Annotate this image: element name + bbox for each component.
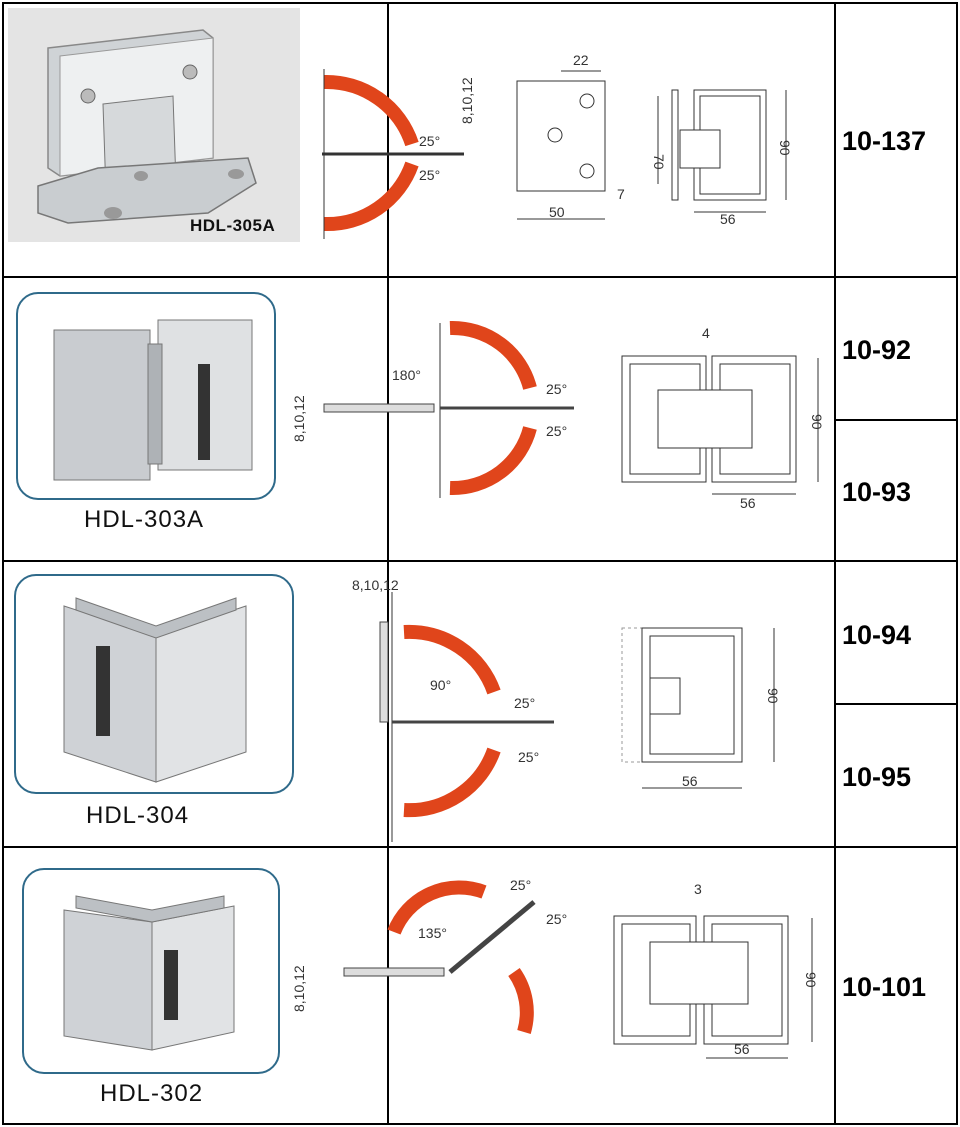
dim-90-label: 90 — [803, 972, 819, 988]
table-border-left — [2, 2, 4, 1125]
angle-bottom-label: 25° — [546, 423, 567, 439]
model-label: HDL-304 — [86, 802, 190, 829]
product-code: 10-101 — [842, 972, 927, 1002]
dim-7-label: 7 — [617, 186, 625, 202]
dim-90-label: 90 — [777, 140, 793, 156]
thickness-label: 8,10,12 — [291, 395, 307, 442]
angle-bottom-label: 25° — [546, 911, 567, 927]
dim-50-label: 50 — [549, 204, 565, 220]
product-row-hdl-305a: HDL-305A 25° 25° 8,10,12 22 50 7 — [4, 4, 834, 276]
sub-row-divider-2 — [834, 703, 958, 705]
table-border-top — [2, 2, 958, 4]
model-label: HDL-305A — [190, 216, 276, 235]
product-code: 10-92 — [842, 335, 912, 365]
dim-22-label: 22 — [573, 52, 589, 68]
middle-divider — [387, 2, 389, 1125]
table-border-bottom — [2, 1123, 958, 1125]
angle-top-label: 25° — [510, 877, 531, 893]
product-row-hdl-302: HDL-302 135° 25° 25° 8,10,12 3 90 56 — [4, 848, 834, 1123]
thickness-label: 8,10,12 — [352, 577, 399, 593]
gap-label: 3 — [694, 881, 702, 897]
product-photo-hdl-302 — [22, 868, 280, 1074]
dim-56-label: 56 — [682, 773, 698, 789]
hinge-illustration — [63, 597, 247, 783]
angle-bottom-label: 25° — [518, 749, 539, 765]
angle-open-label: 135° — [418, 925, 447, 941]
hinge-illustration — [53, 319, 253, 481]
dim-70-label: 70 — [651, 154, 667, 170]
swing-diagram: 8,10,12 90° 25° 25° — [352, 577, 554, 842]
product-row-hdl-304: HDL-304 8,10,12 90° 25° 25° 90 56 — [4, 562, 834, 846]
row-divider-2 — [2, 560, 958, 562]
product-photo-hdl-305a — [8, 8, 300, 242]
product-photo-hdl-304 — [14, 574, 294, 794]
angle-top-label: 25° — [546, 381, 567, 397]
product-code: 10-94 — [842, 620, 912, 650]
code-column-divider — [834, 2, 836, 1125]
dim-56-label: 56 — [740, 495, 756, 511]
product-code: 10-93 — [842, 477, 912, 507]
angle-open-label: 90° — [430, 677, 451, 693]
product-code: 10-137 — [842, 126, 927, 156]
dim-90-label: 90 — [809, 414, 825, 430]
front-view-diagram: 3 90 56 — [613, 881, 819, 1059]
side-view-diagram: 70 90 56 — [651, 89, 793, 227]
sub-row-divider-1 — [834, 419, 958, 421]
swing-diagram: 135° 25° 25° 8,10,12 — [291, 877, 567, 1034]
product-code: 10-95 — [842, 762, 912, 792]
hinge-illustration — [37, 29, 257, 224]
hinge-illustration — [63, 895, 235, 1051]
product-photo-hdl-303a — [16, 292, 276, 500]
angle-top-label: 25° — [514, 695, 535, 711]
front-view-diagram: 90 56 — [621, 627, 781, 789]
swing-diagram: 180° 25° 25° 8,10,12 — [291, 320, 574, 498]
model-label: HDL-303A — [84, 506, 205, 533]
row-divider-1 — [2, 276, 958, 278]
table-border-right — [956, 2, 958, 1125]
row-divider-3 — [2, 846, 958, 848]
thickness-label: 8,10,12 — [459, 77, 475, 124]
dim-56-label: 56 — [734, 1041, 750, 1057]
front-view-diagram: 4 90 56 — [621, 325, 825, 511]
angle-bottom-label: 25° — [419, 167, 440, 183]
front-view-diagram: 22 50 7 — [516, 52, 625, 220]
dim-90-label: 90 — [765, 688, 781, 704]
angle-open-label: 180° — [392, 367, 421, 383]
thickness-label: 8,10,12 — [291, 965, 307, 1012]
gap-label: 4 — [702, 325, 710, 341]
dim-56-label: 56 — [720, 211, 736, 227]
product-row-hdl-303a: HDL-303A 180° 25° 25° 8,10,12 4 90 56 — [4, 278, 834, 560]
angle-top-label: 25° — [419, 133, 440, 149]
model-label: HDL-302 — [100, 1080, 204, 1107]
swing-diagram: 25° 25° 8,10,12 — [322, 69, 475, 239]
